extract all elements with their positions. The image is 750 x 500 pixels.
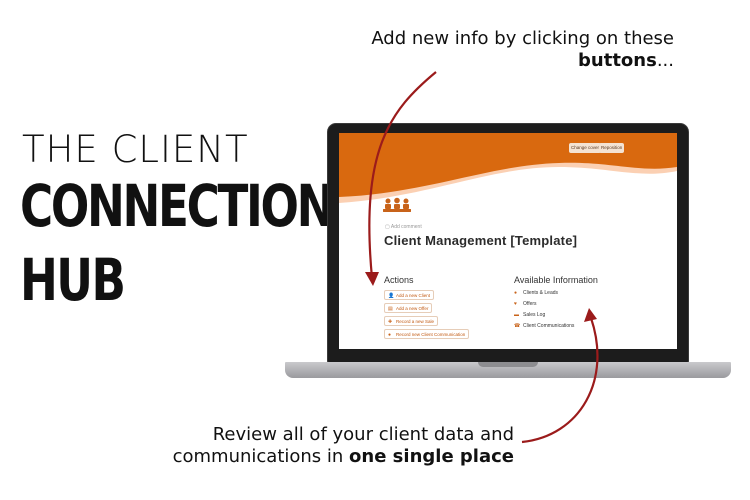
comment-icon: ▢ <box>385 224 390 230</box>
info-heading: Available Information <box>514 275 598 285</box>
info-link-communications[interactable]: ☎Client Communications <box>514 323 574 329</box>
plus-icon: ✚ <box>388 319 393 325</box>
record-sale-button[interactable]: ✚Record a new Sale <box>384 316 439 326</box>
headline-line-2: CONNECTION <box>20 172 334 240</box>
callout-top-bold: buttons <box>578 50 657 71</box>
callout-top-text: Add new info by clicking on these <box>371 28 674 49</box>
team-icon <box>383 197 411 212</box>
record-sale-label: Record a new Sale <box>396 319 435 324</box>
money-icon: ▬ <box>514 312 519 318</box>
laptop-notch <box>478 362 538 367</box>
callout-bottom: Review all of your client data and commu… <box>173 424 514 468</box>
add-user-icon: 👤 <box>388 293 395 299</box>
info-label-sales: Sales Log <box>523 312 546 318</box>
phone-icon: ☎ <box>514 323 521 329</box>
page-title: Client Management [Template] <box>384 233 578 248</box>
info-label-communications: Client Communications <box>523 323 575 329</box>
headline-line-1: THE CLIENT <box>22 128 249 171</box>
person-icon: ● <box>514 290 518 296</box>
info-link-offers[interactable]: ♥ Offers <box>514 301 537 307</box>
callout-top-suffix: ... <box>656 50 674 71</box>
change-cover-button[interactable]: Change cover <box>569 143 602 153</box>
document-icon: ▤ <box>388 306 393 312</box>
add-comment-label: Add comment <box>390 224 422 230</box>
laptop-base <box>285 362 731 378</box>
add-client-button[interactable]: 👤Add a new Client <box>384 290 435 300</box>
info-link-sales[interactable]: ▬ Sales Log <box>514 312 545 318</box>
info-label-offers: Offers <box>523 301 537 307</box>
info-label-clients: Clients & Leads <box>523 290 559 296</box>
cover-banner <box>339 133 677 203</box>
headline-line-3: HUB <box>20 246 126 314</box>
actions-heading: Actions <box>384 275 414 285</box>
add-offer-label: Add a new Offer <box>396 306 429 311</box>
callout-bottom-line-1: Review all of your client data and <box>212 424 514 445</box>
callout-bottom-prefix: communications in <box>172 446 350 467</box>
heart-icon: ♥ <box>514 301 517 307</box>
reposition-button[interactable]: Reposition <box>599 143 625 153</box>
add-client-label: Add a new Client <box>396 293 431 298</box>
callout-top: Add new info by clicking on these button… <box>371 28 674 72</box>
info-link-clients[interactable]: ● Clients & Leads <box>514 290 558 296</box>
callout-bottom-bold: one single place <box>349 446 514 467</box>
record-communication-button[interactable]: ● Record new Client Communication <box>384 329 470 339</box>
chat-icon: ● <box>388 332 392 338</box>
laptop-screen: Change cover Reposition ▢ Add comment Cl… <box>339 133 677 349</box>
record-communication-label: Record new Client Communication <box>396 332 466 337</box>
add-offer-button[interactable]: ▤Add a new Offer <box>384 303 433 313</box>
add-comment-link[interactable]: ▢ Add comment <box>385 224 422 230</box>
